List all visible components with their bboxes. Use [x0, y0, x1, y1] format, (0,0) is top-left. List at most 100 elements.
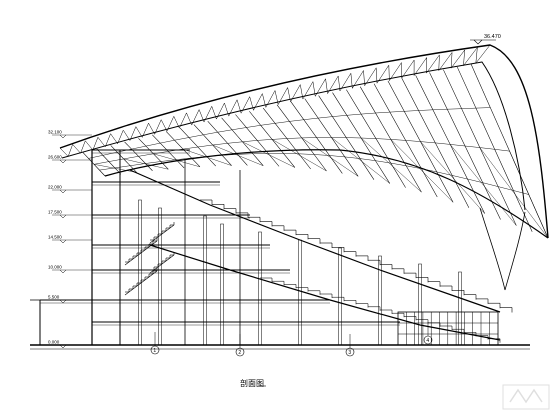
- truss-diagonal: [463, 49, 465, 66]
- elevation-label: 22.000: [48, 185, 62, 190]
- truss-diagonal: [364, 67, 377, 86]
- truss-diagonal: [198, 109, 205, 123]
- truss-diagonal: [135, 126, 143, 138]
- column: [203, 215, 207, 346]
- truss-diagonal: [475, 47, 478, 64]
- truss-diagonal: [350, 73, 353, 89]
- truss-diagonal: [67, 144, 73, 157]
- truss-diagonal: [262, 93, 267, 108]
- elevation-label: 5.500: [48, 295, 60, 300]
- truss-diagonal: [160, 119, 168, 132]
- truss-diagonal: [72, 144, 81, 154]
- truss-diagonal: [463, 47, 478, 66]
- truss-diagonal: [388, 65, 390, 81]
- truss-diagonal: [224, 102, 230, 117]
- section-callout-bubble: [345, 347, 355, 357]
- roof-brace: [212, 144, 264, 166]
- drawing-title-block: 剖面图: [240, 378, 266, 388]
- truss-diagonal: [438, 54, 440, 71]
- elevation-triangle: [59, 134, 67, 139]
- roof-purlin: [88, 107, 491, 159]
- truss-diagonal: [228, 99, 238, 117]
- truss-diagonal: [154, 119, 162, 135]
- roof-brace: [301, 137, 359, 177]
- roof-brace: [479, 147, 549, 239]
- roof-elevation-label: 36.470: [484, 34, 501, 40]
- roof-brace: [360, 137, 422, 193]
- roof-brace: [242, 141, 295, 168]
- truss-diagonal: [287, 87, 291, 102]
- elevation-triangle: [59, 239, 67, 244]
- column: [338, 247, 342, 346]
- elevation-triangle: [59, 214, 67, 219]
- truss-diagonal: [92, 137, 99, 151]
- truss-diagonal: [85, 140, 94, 151]
- roof-purlin: [99, 153, 529, 195]
- roof-brace: [420, 141, 485, 214]
- truss-diagonal: [325, 78, 328, 94]
- truss-diagonal: [290, 84, 301, 102]
- truss-diagonal: [203, 106, 212, 123]
- truss-diagonal: [438, 52, 453, 71]
- column: [298, 239, 302, 346]
- truss-diagonal: [265, 90, 276, 108]
- elevation-triangle: [59, 189, 67, 194]
- truss-diagonal: [413, 57, 427, 76]
- roof-truss-web: [59, 44, 491, 157]
- elevation-markers: 32.10026.60022.00017.50014.50010.0005.50…: [48, 130, 92, 349]
- roof-purlin: [93, 137, 510, 165]
- truss-diagonal: [327, 75, 339, 94]
- roof-radial-ribs: [82, 64, 549, 239]
- truss-diagonal: [389, 62, 402, 81]
- stair-flights: [124, 222, 175, 296]
- roof-brace: [271, 139, 327, 172]
- section-title: 剖面图: [240, 378, 264, 388]
- elevation-triangle: [59, 299, 67, 304]
- truss-diagonal: [179, 112, 187, 129]
- section-callout-number: 1: [153, 348, 156, 354]
- truss-diagonal: [302, 81, 314, 100]
- elevation-triangle: [59, 269, 67, 274]
- section-callout-number: 4: [426, 338, 429, 344]
- section-callout-number: 2: [238, 350, 241, 356]
- truss-diagonal: [117, 130, 124, 144]
- ground-level: [30, 299, 530, 350]
- floor-slabs: [40, 149, 400, 326]
- column: [138, 199, 142, 346]
- stair-stringer: [149, 224, 175, 244]
- roof-canopy: [59, 44, 549, 291]
- truss-diagonal: [253, 93, 263, 111]
- roof-elevation-marker: 36.470: [470, 34, 501, 45]
- elevation-triangle: [59, 159, 67, 164]
- section-callout-bubble: [150, 345, 160, 355]
- truss-diagonal: [401, 59, 415, 79]
- elevation-label: 14.500: [48, 235, 62, 240]
- truss-diagonal: [277, 87, 288, 105]
- truss-diagonal: [339, 73, 352, 92]
- truss-diagonal: [240, 96, 250, 114]
- truss-diagonal: [352, 70, 364, 89]
- truss-diagonal: [211, 106, 217, 120]
- stair-stringer: [124, 240, 158, 266]
- truss-diagonal: [142, 123, 149, 138]
- column: [258, 231, 262, 346]
- truss-diagonal: [236, 99, 242, 114]
- elevation-label: 26.600: [48, 155, 62, 160]
- elevation-label: 32.100: [48, 130, 62, 135]
- elevation-label: 17.500: [48, 210, 62, 215]
- elevation-triangle: [59, 344, 67, 349]
- truss-diagonal: [80, 140, 86, 154]
- building-core: [40, 149, 462, 346]
- elevation-label: 0.000: [48, 340, 60, 345]
- roof-brace: [331, 137, 390, 184]
- truss-diagonal: [173, 116, 180, 129]
- truss-diagonal: [375, 67, 378, 84]
- truss-diagonal: [148, 123, 155, 135]
- stair-stringer: [149, 254, 175, 274]
- truss-diagonal: [363, 70, 365, 86]
- truss-diagonal: [186, 112, 192, 126]
- truss-diagonal: [191, 109, 200, 126]
- section-callout-bubble: [235, 347, 245, 357]
